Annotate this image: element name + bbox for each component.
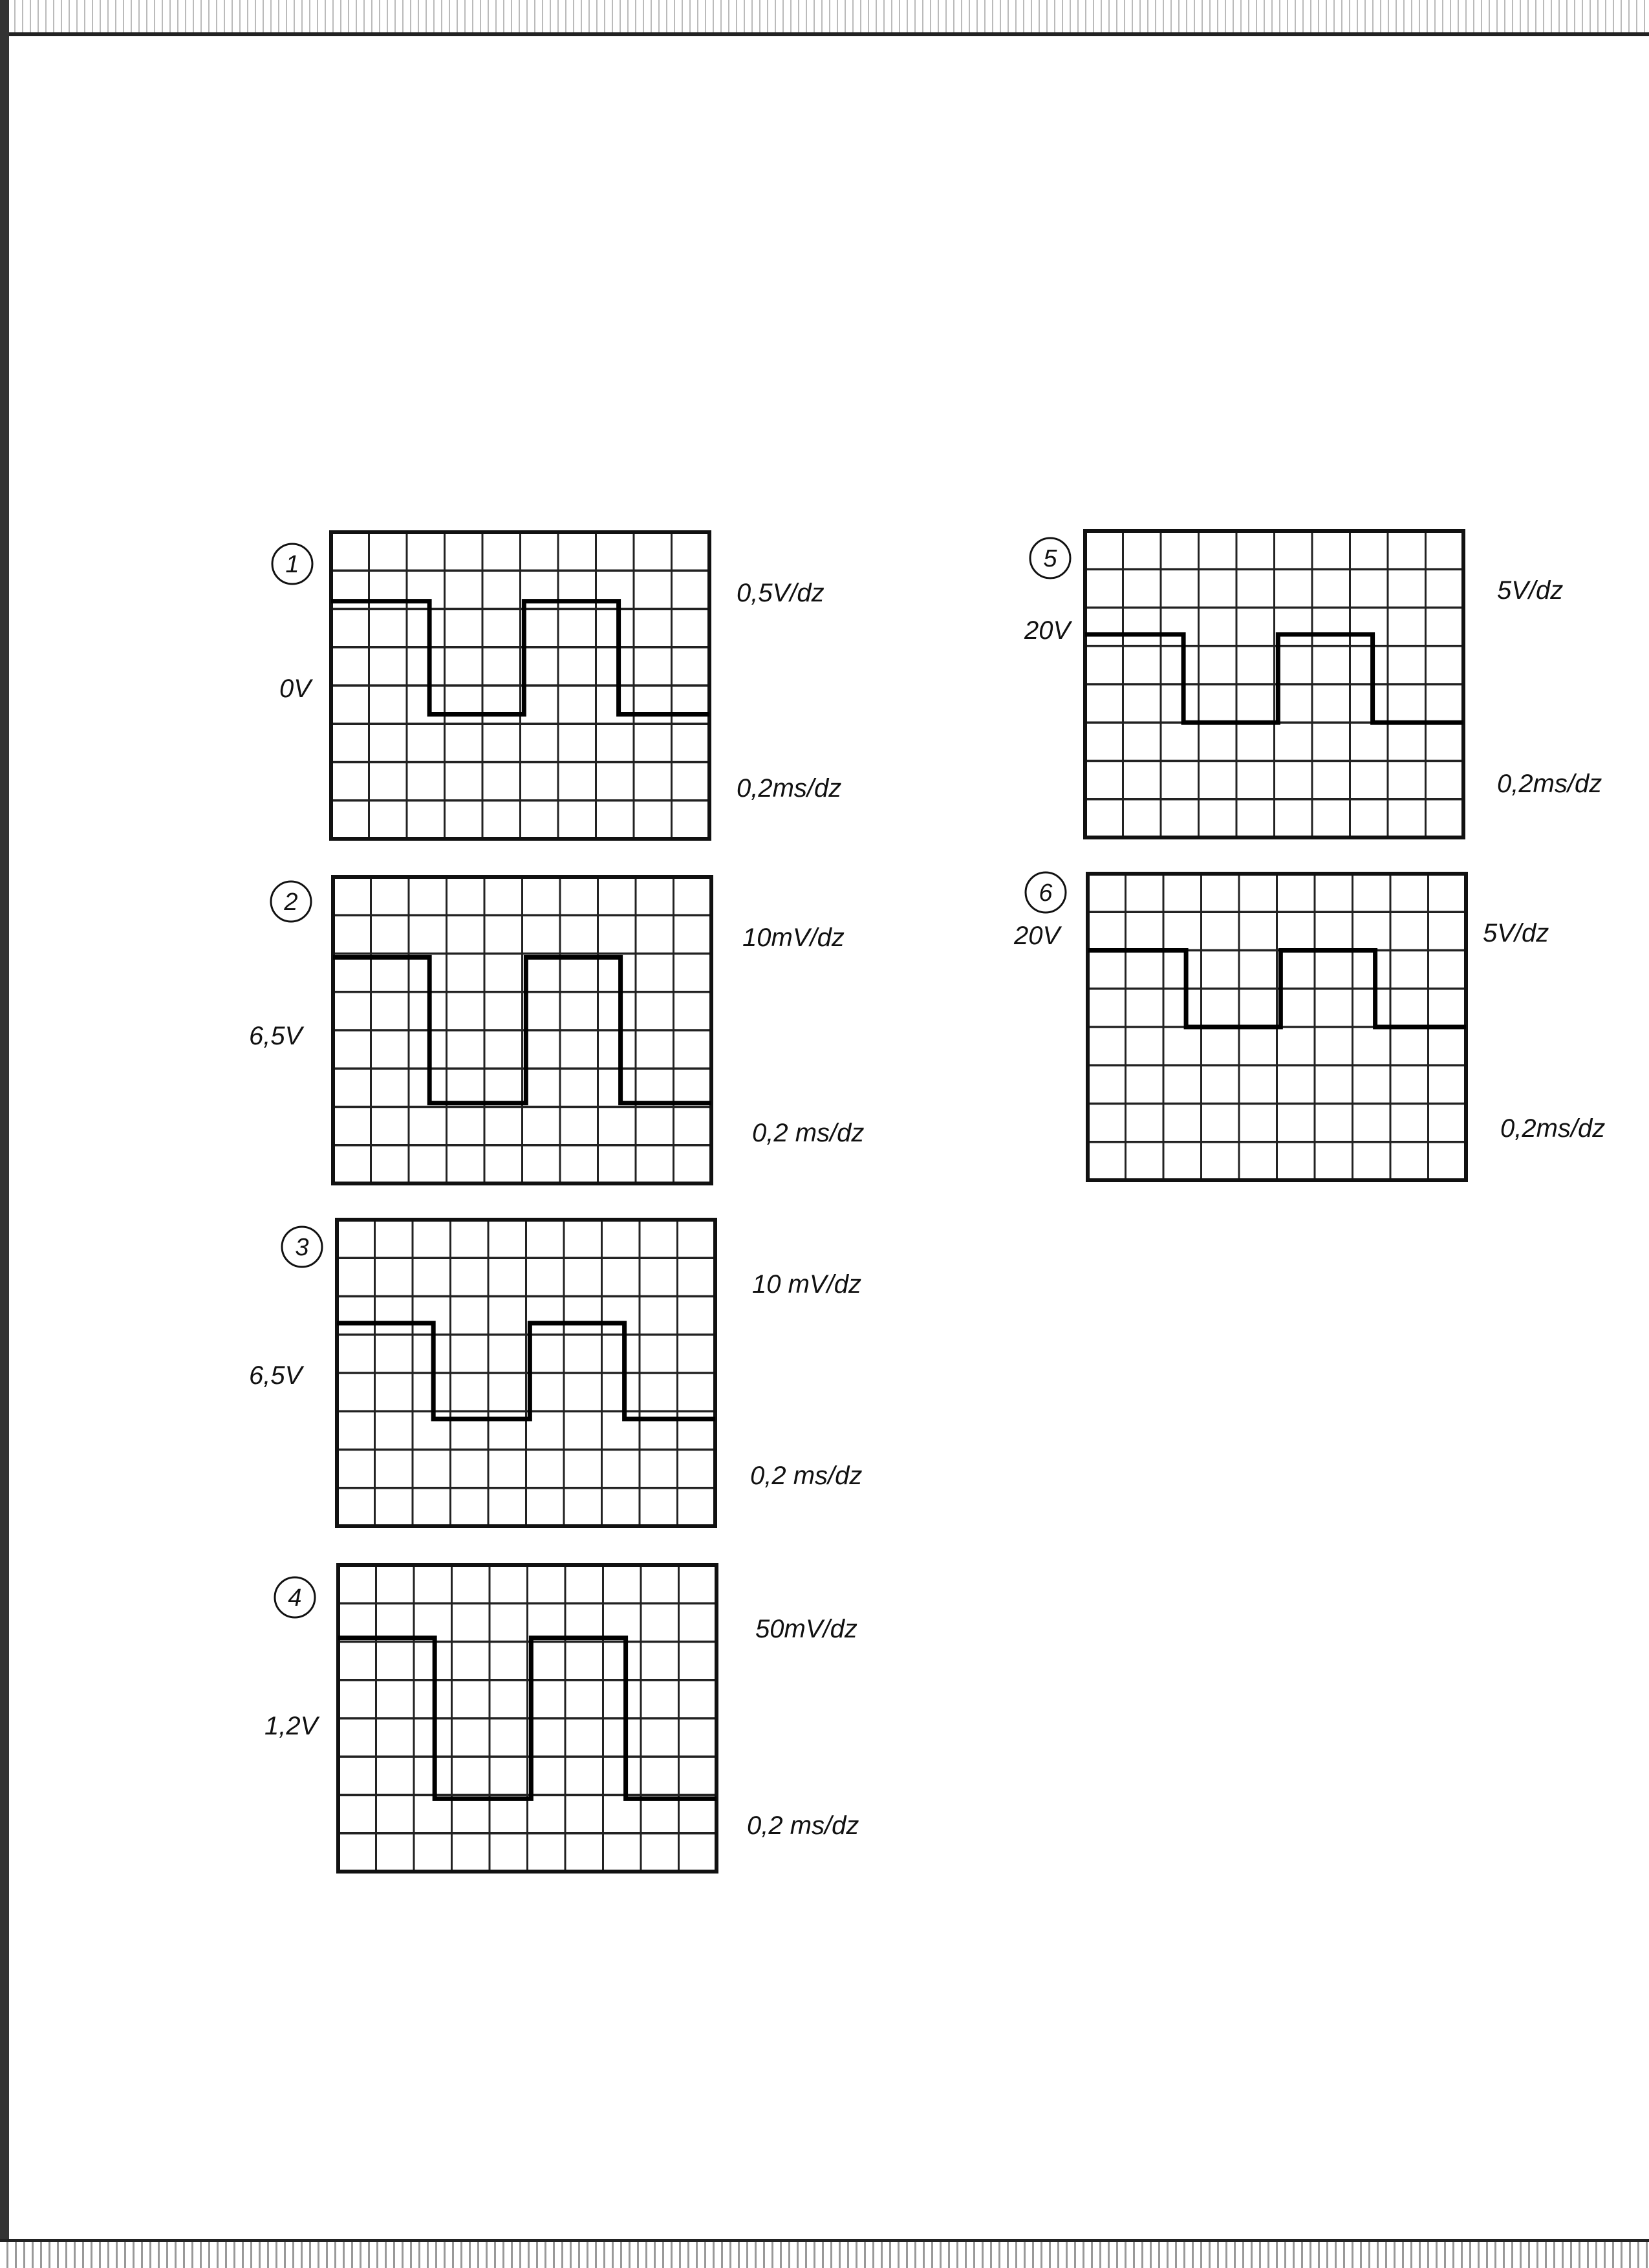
figure-number: 3 [295, 1234, 308, 1261]
figure-number-circle [1024, 871, 1067, 914]
screen-frame [336, 1563, 718, 1874]
volts-per-div-label: 50mV/dz [755, 1615, 857, 1643]
time-per-div-label: 0,2 ms/dz [747, 1811, 859, 1840]
volts-per-div-label: 10 mV/dz [752, 1270, 861, 1299]
time-per-div-label: 0,2 ms/dz [750, 1462, 862, 1490]
scope-1: 1 0V 0,5V/dz 0,2ms/dz [271, 530, 841, 841]
figure-number: 6 [1039, 880, 1053, 907]
square-wave-trace [1085, 632, 1463, 725]
square-wave-trace [331, 599, 709, 717]
time-per-div-label: 0,2ms/dz [737, 774, 841, 803]
scope-4: 4 1,2V 50mV/dz 0,2 ms/dz [264, 1563, 859, 1874]
dc-level-label: 6,5V [249, 1022, 305, 1050]
dc-level-label: 6,5V [249, 1361, 305, 1390]
square-wave-trace [333, 955, 711, 1106]
scope-6: 6 20V 5V/dz 0,2ms/dz [1013, 871, 1605, 1182]
scope-2: 2 6,5V 10mV/dz 0,2 ms/dz [249, 875, 864, 1185]
time-per-div-label: 0,2ms/dz [1497, 770, 1602, 798]
square-wave-trace [337, 1321, 715, 1421]
square-wave-trace [1088, 948, 1466, 1030]
volts-per-div-label: 5V/dz [1497, 576, 1563, 605]
screen-frame [329, 530, 711, 841]
figure-number-circle [281, 1226, 323, 1268]
scan-edge-left [0, 0, 9, 2268]
dc-level-label: 1,2V [264, 1712, 320, 1740]
time-per-div-label: 0,2ms/dz [1500, 1114, 1605, 1143]
dc-level-label: 20V [1013, 922, 1062, 950]
time-per-div-label: 0,2 ms/dz [752, 1119, 864, 1147]
dc-level-label: 20V [1024, 616, 1072, 645]
volts-per-div-label: 5V/dz [1483, 919, 1549, 947]
figure-number-circle [274, 1576, 316, 1619]
screen-frame [1083, 529, 1465, 839]
square-wave-trace [338, 1636, 717, 1801]
volts-per-div-label: 0,5V/dz [737, 579, 824, 607]
figure-number: 4 [288, 1584, 301, 1612]
figure-number-circle [270, 880, 312, 923]
scope-3: 3 6,5V 10 mV/dz 0,2 ms/dz [249, 1218, 862, 1528]
scope-5: 5 20V 5V/dz 0,2ms/dz [1024, 529, 1602, 839]
figure-number: 5 [1043, 545, 1057, 572]
figure-number: 2 [283, 889, 297, 916]
scan-edge-top [0, 0, 1649, 36]
dc-level-label: 0V [279, 675, 313, 703]
figure-number: 1 [285, 551, 299, 578]
figure-number-circle [271, 543, 314, 585]
figure-number-circle [1029, 537, 1072, 579]
scan-edge-bottom [0, 2239, 1649, 2268]
volts-per-div-label: 10mV/dz [742, 923, 845, 952]
screen-frame [335, 1218, 717, 1528]
screen-frame [331, 875, 713, 1185]
